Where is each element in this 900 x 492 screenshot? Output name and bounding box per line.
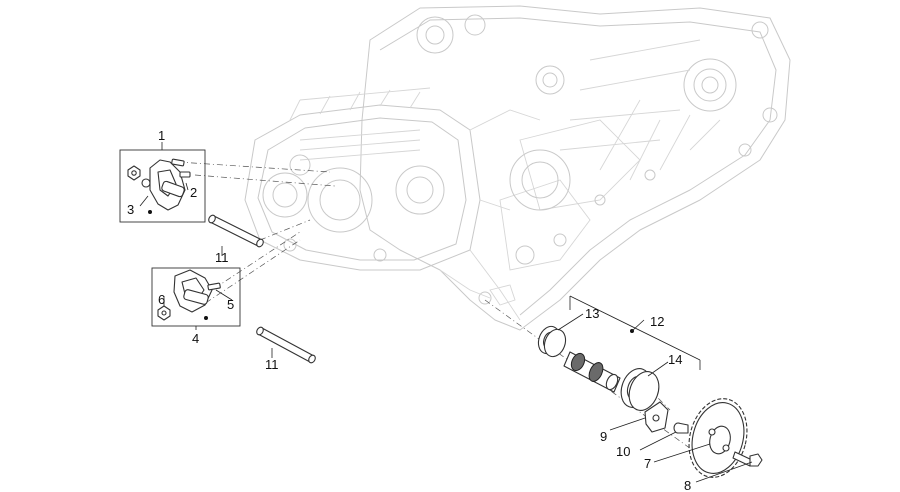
rocker-arm-group-upper bbox=[119, 149, 206, 223]
callout-6: 6 bbox=[158, 292, 165, 307]
callout-labels: 1 2 3 4 5 6 7 8 9 10 11 11 12 13 14 bbox=[127, 128, 691, 492]
callout-leaders bbox=[139, 142, 753, 483]
sprocket-bolt bbox=[732, 451, 763, 467]
callout-10: 10 bbox=[616, 444, 630, 459]
callout-3: 3 bbox=[127, 202, 134, 217]
callout-7: 7 bbox=[644, 456, 651, 471]
callout-9: 9 bbox=[600, 429, 607, 444]
engine-crankcase-outline bbox=[244, 5, 791, 331]
callout-4: 4 bbox=[192, 331, 199, 346]
callout-5: 5 bbox=[227, 297, 234, 312]
camshaft-group bbox=[537, 295, 701, 411]
decompressor-pin bbox=[673, 422, 689, 434]
callout-11-upper: 11 bbox=[215, 250, 229, 265]
rocker-arm-group-lower bbox=[151, 267, 241, 327]
assembly-centerlines bbox=[177, 161, 721, 471]
timing-sprocket bbox=[688, 398, 748, 478]
decompressor-plate bbox=[644, 401, 669, 433]
callout-13: 13 bbox=[585, 306, 599, 321]
rocker-shaft-upper bbox=[208, 214, 264, 248]
callout-11-lower: 11 bbox=[265, 357, 279, 372]
callout-14: 14 bbox=[668, 352, 682, 367]
rocker-shaft-lower bbox=[256, 326, 316, 364]
callout-2: 2 bbox=[190, 185, 197, 200]
callout-12: 12 bbox=[650, 314, 664, 329]
callout-1: 1 bbox=[158, 128, 165, 143]
callout-8: 8 bbox=[684, 478, 691, 492]
